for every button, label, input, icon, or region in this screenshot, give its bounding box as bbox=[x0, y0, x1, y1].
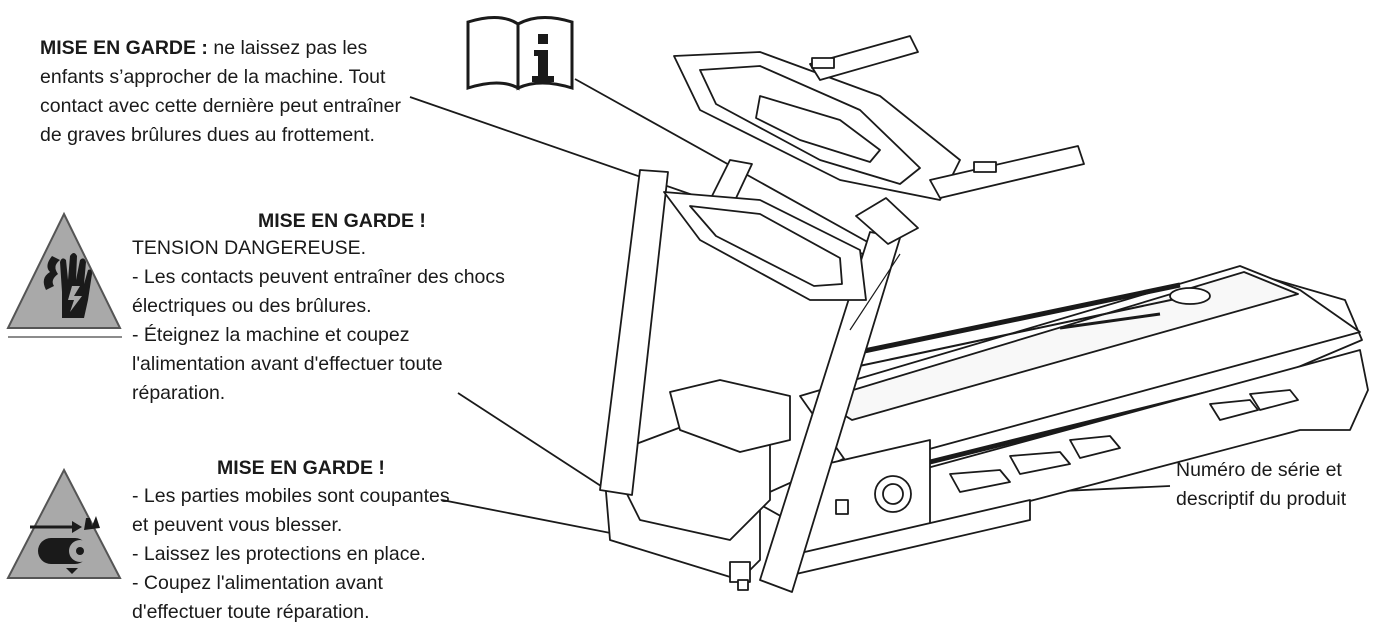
moving-warning-line: et peuvent vous blesser. bbox=[132, 514, 343, 536]
electric-warning-line: l'alimentation avant d'effectuer toute bbox=[132, 353, 443, 375]
serial-number-label: Numéro de série et descriptif du produit bbox=[1176, 456, 1346, 514]
friction-warning-text: de graves brûlures dues au frottement. bbox=[40, 124, 375, 146]
moving-warning-line: - Laissez les protections en place. bbox=[132, 543, 426, 565]
serial-number-line: Numéro de série et bbox=[1176, 459, 1342, 481]
electric-warning-line: - Éteignez la machine et coupez bbox=[132, 324, 410, 346]
moving-warning-line: - Coupez l'alimentation avant bbox=[132, 572, 383, 594]
electric-warning-line: électriques ou des brûlures. bbox=[132, 295, 372, 317]
moving-warning-line: - Les parties mobiles sont coupantes bbox=[132, 485, 450, 507]
electric-warning-line: réparation. bbox=[132, 382, 226, 404]
electric-warning-line: - Les contacts peuvent entraîner des cho… bbox=[132, 266, 505, 288]
moving-roller-crush-warning-icon bbox=[6, 467, 122, 579]
friction-warning-title: MISE EN GARDE : bbox=[40, 37, 208, 59]
electric-warning-block: TENSION DANGEREUSE. - Les contacts peuve… bbox=[132, 234, 505, 408]
friction-warning-text: contact avec cette dernière peut entraîn… bbox=[40, 95, 401, 117]
electric-warning-line: TENSION DANGEREUSE. bbox=[132, 237, 367, 259]
treadmill-line-drawing bbox=[599, 35, 1369, 593]
book-information-icon bbox=[466, 16, 574, 91]
moving-warning-title: MISE EN GARDE ! bbox=[217, 457, 385, 479]
electric-shock-hand-warning-icon bbox=[6, 211, 122, 329]
friction-warning-text: ne laissez pas les bbox=[213, 37, 368, 59]
serial-number-line: descriptif du produit bbox=[1176, 488, 1347, 510]
friction-warning-block: MISE EN GARDE : ne laissez pas les enfan… bbox=[40, 34, 401, 150]
friction-warning-text: enfants s’approcher de la machine. Tout bbox=[40, 66, 386, 88]
electric-warning-title: MISE EN GARDE ! bbox=[258, 210, 426, 232]
moving-warning-line: d'effectuer toute réparation. bbox=[132, 601, 370, 623]
moving-warning-block: - Les parties mobiles sont coupantes et … bbox=[132, 482, 450, 627]
